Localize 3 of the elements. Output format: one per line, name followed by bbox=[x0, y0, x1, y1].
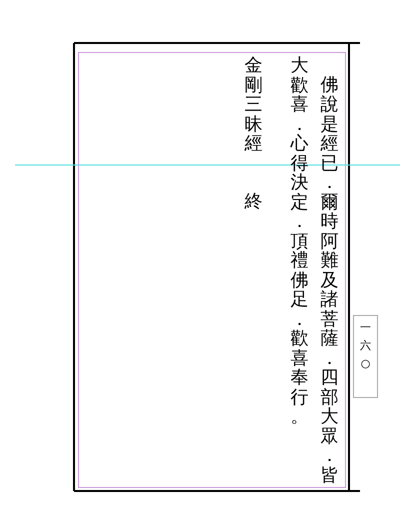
page-number-box: 一六○ bbox=[353, 315, 378, 398]
title-text: 金剛三昧經 bbox=[244, 56, 263, 154]
end-mark: 終 bbox=[244, 192, 263, 212]
